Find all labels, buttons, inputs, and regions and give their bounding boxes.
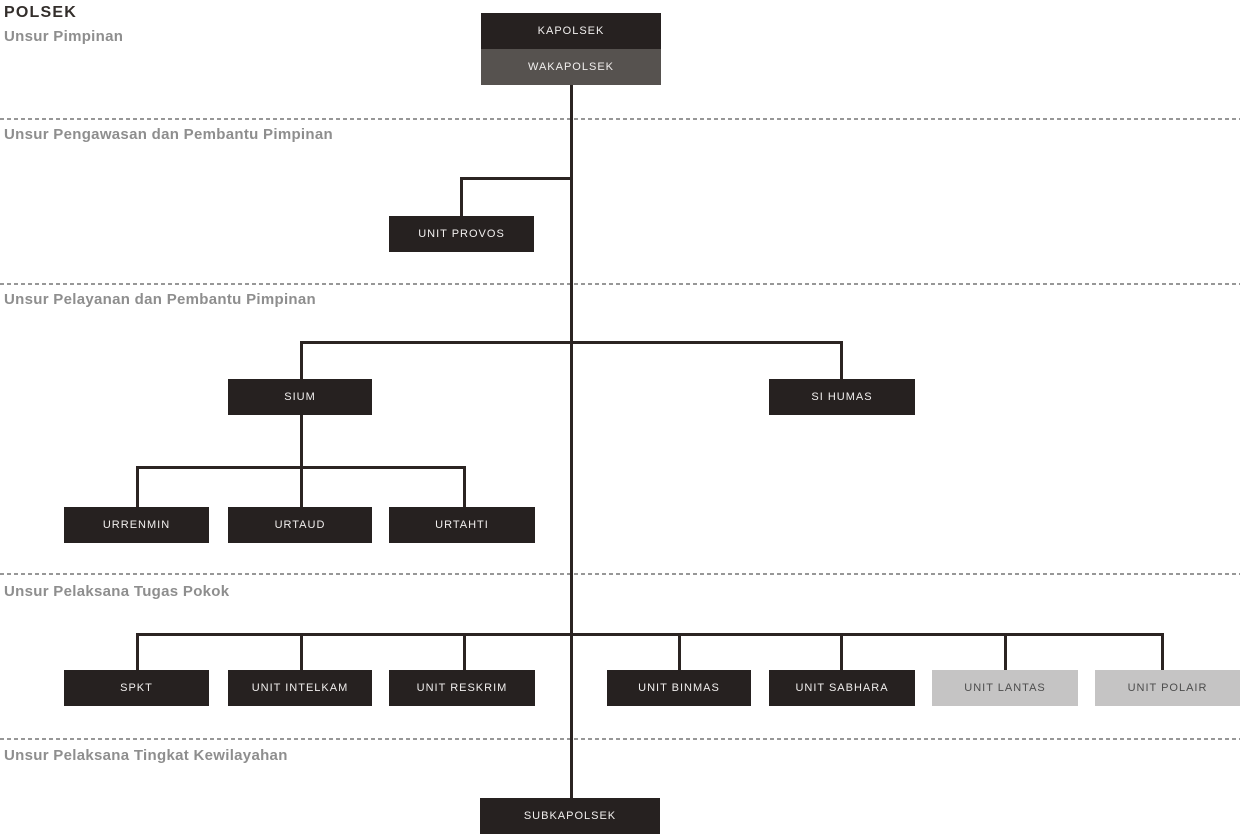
- connector-reskrim-drop: [463, 633, 466, 670]
- node-unit-polair: UNIT POLAIR: [1095, 670, 1240, 706]
- connector-provos-h: [460, 177, 573, 180]
- connector-urtaud-drop: [300, 466, 303, 507]
- connector-sium-drop: [300, 341, 303, 379]
- connector-sihumas-drop: [840, 341, 843, 379]
- connector-urrenmin-drop: [136, 466, 139, 507]
- node-unit-provos: UNIT PROVOS: [389, 216, 534, 252]
- connector-pokok-h: [136, 633, 1164, 636]
- connector-sium-down: [300, 415, 303, 468]
- connector-pelayanan-h: [300, 341, 843, 344]
- section-header-pelayanan: Unsur Pelayanan dan Pembantu Pimpinan: [4, 291, 317, 308]
- node-kapolsek: KAPOLSEK: [481, 13, 661, 49]
- connector-binmas-drop: [678, 633, 681, 670]
- node-si-humas: SI HUMAS: [769, 379, 915, 415]
- section-header-pimpinan: Unsur Pimpinan: [4, 28, 124, 45]
- node-urtahti: URTAHTI: [389, 507, 535, 543]
- connector-lantas-drop: [1004, 633, 1007, 670]
- connector-spkt-drop: [136, 633, 139, 670]
- connector-intelkam-drop: [300, 633, 303, 670]
- section-divider: [0, 283, 1240, 285]
- node-urtaud: URTAUD: [228, 507, 372, 543]
- connector-provos-v: [460, 177, 463, 216]
- node-unit-binmas: UNIT BINMAS: [607, 670, 751, 706]
- connector-trunk: [570, 85, 573, 798]
- node-unit-lantas: UNIT LANTAS: [932, 670, 1078, 706]
- connector-urtahti-drop: [463, 466, 466, 507]
- node-sium: SIUM: [228, 379, 372, 415]
- node-urrenmin: URRENMIN: [64, 507, 209, 543]
- connector-polair-drop: [1161, 633, 1164, 670]
- node-subkapolsek: SUBKAPOLSEK: [480, 798, 660, 834]
- node-unit-reskrim: UNIT RESKRIM: [389, 670, 535, 706]
- connector-sabhara-drop: [840, 633, 843, 670]
- node-unit-intelkam: UNIT INTELKAM: [228, 670, 372, 706]
- node-spkt: SPKT: [64, 670, 209, 706]
- section-header-kewilayahan: Unsur Pelaksana Tingkat Kewilayahan: [4, 747, 288, 764]
- section-divider: [0, 738, 1240, 740]
- section-divider: [0, 573, 1240, 575]
- node-wakapolsek: WAKAPOLSEK: [481, 49, 661, 85]
- section-divider: [0, 118, 1240, 120]
- node-unit-sabhara: UNIT SABHARA: [769, 670, 915, 706]
- section-header-pengawasan: Unsur Pengawasan dan Pembantu Pimpinan: [4, 126, 333, 143]
- page-title: POLSEK: [4, 4, 77, 21]
- section-header-pelaksana-pokok: Unsur Pelaksana Tugas Pokok: [4, 583, 230, 600]
